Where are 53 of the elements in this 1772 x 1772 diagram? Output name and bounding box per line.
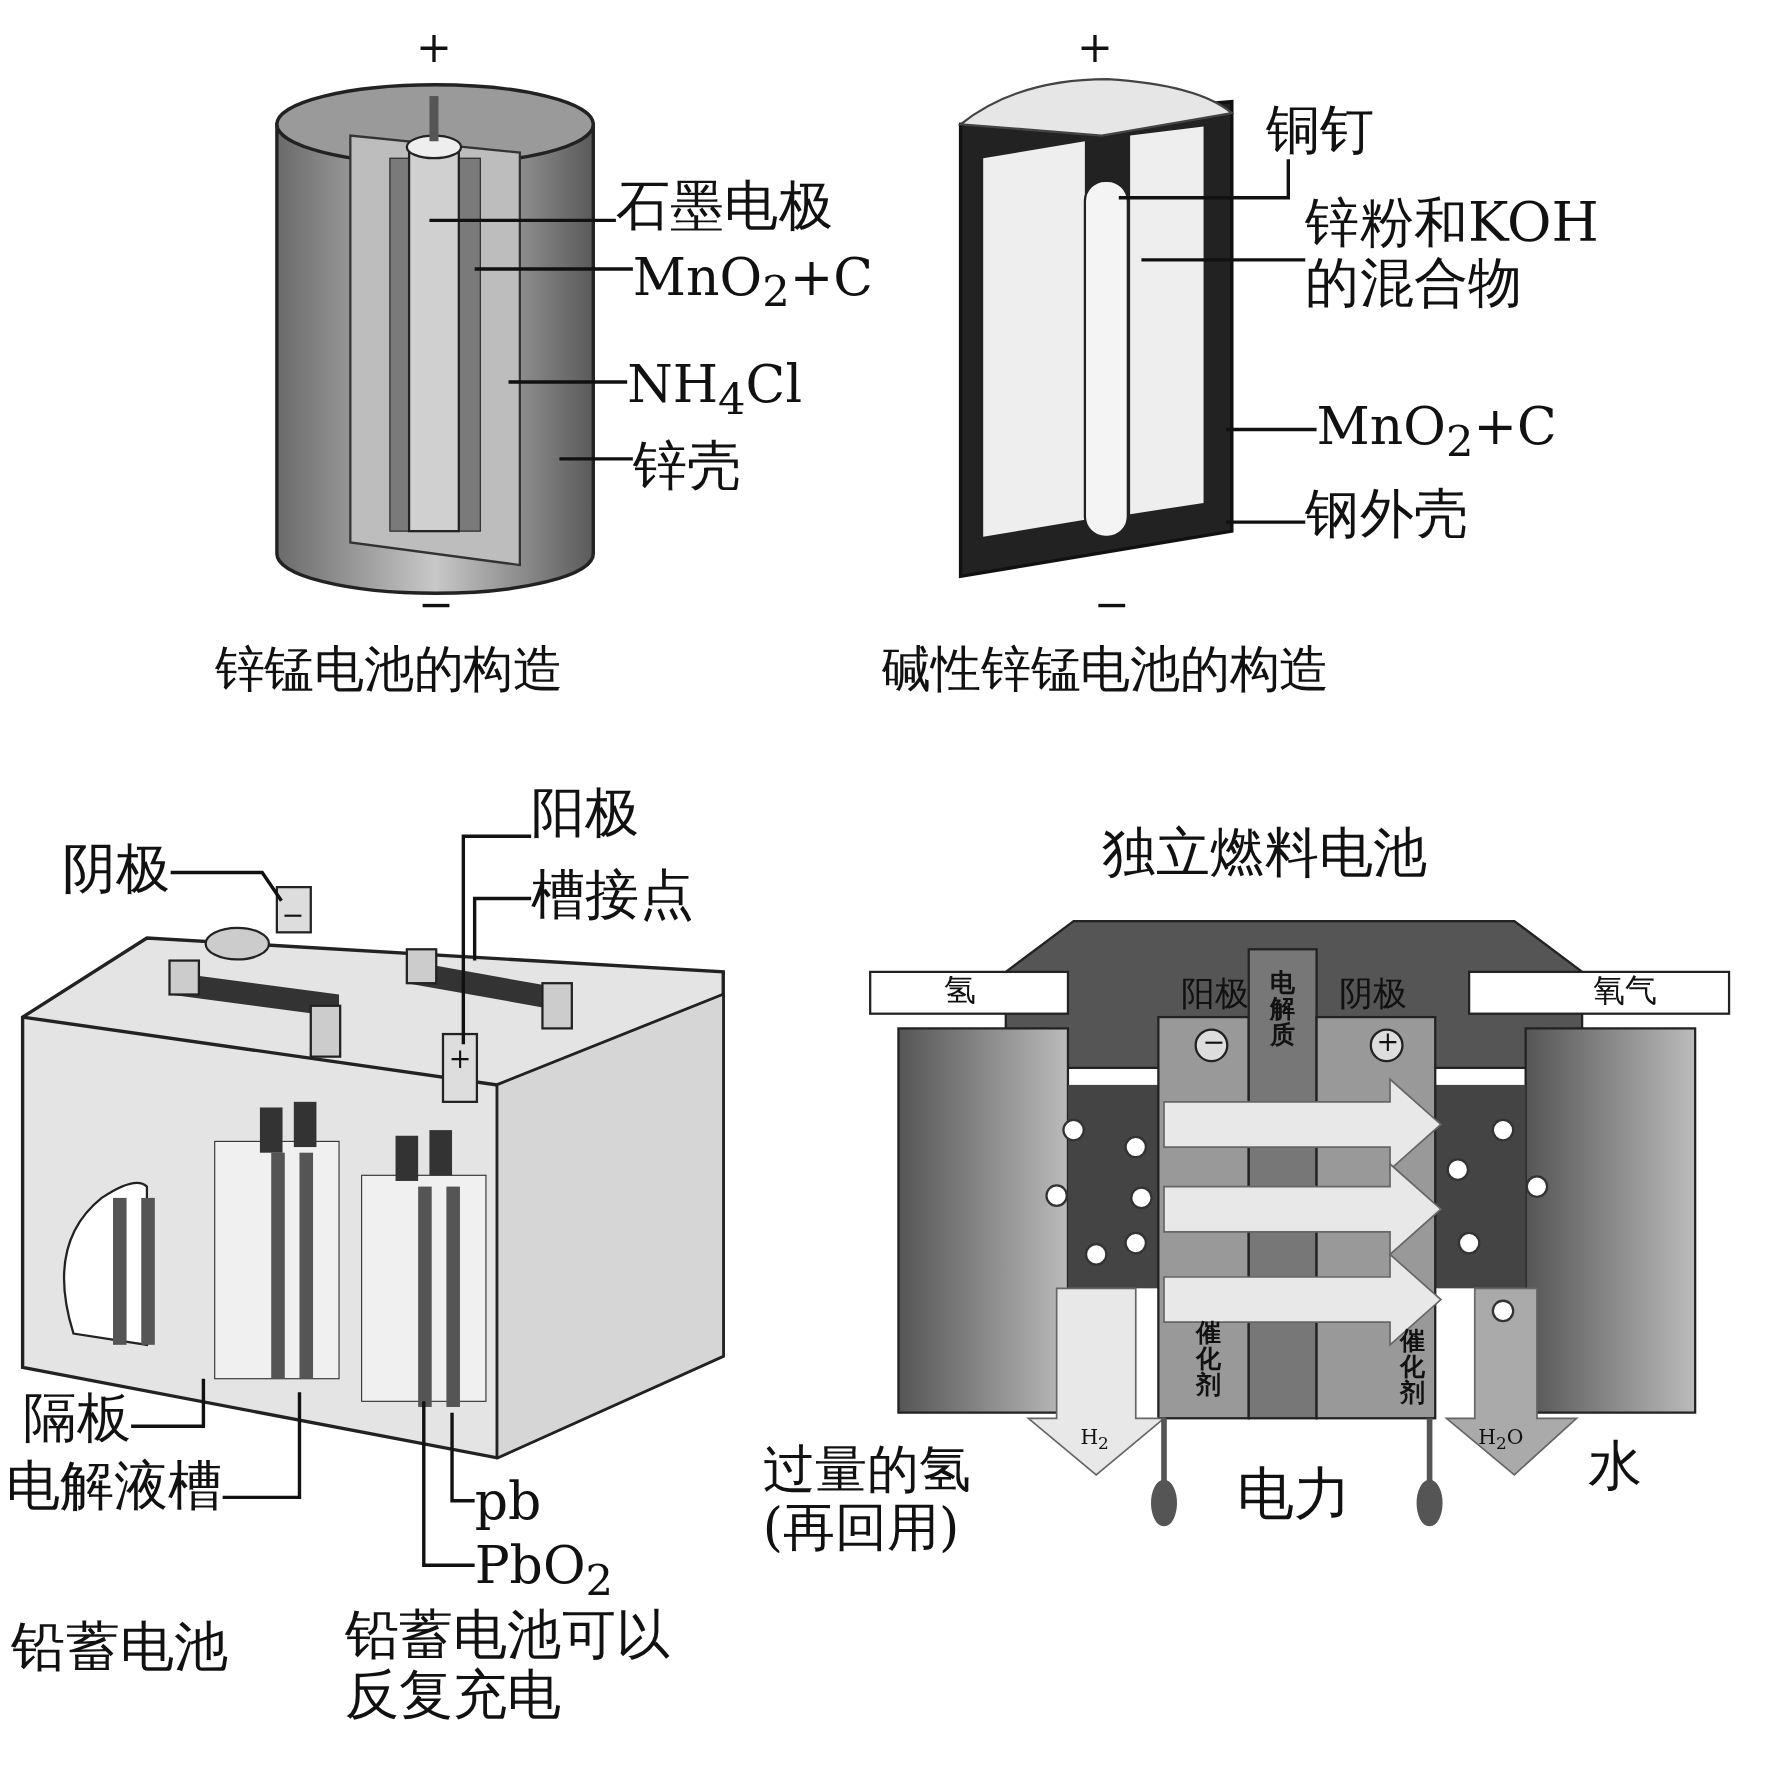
- part-label: 阳极: [1180, 974, 1249, 1012]
- polarity-sign: +: [1077, 24, 1113, 73]
- leader-line: [474, 267, 633, 271]
- polarity-sign: −: [418, 582, 455, 630]
- leader-line: [222, 1392, 302, 1500]
- part-label: MnO$_{2}$+C: [632, 248, 874, 316]
- caption: 电力: [1237, 1463, 1351, 1526]
- caption: 过量的氢 (再回用): [762, 1440, 972, 1556]
- part-label: 氢: [943, 974, 976, 1009]
- flow-label: H$_{2}$O: [1478, 1426, 1524, 1454]
- leader-line: [1226, 427, 1317, 432]
- leader-line: [1226, 520, 1306, 524]
- leader-line: [422, 1401, 475, 1567]
- leader-line: [170, 870, 283, 902]
- polarity-sign: +: [415, 24, 452, 73]
- leader-line: [1141, 258, 1306, 262]
- part-label: 铜钉: [1265, 99, 1375, 160]
- part-label: 氧气: [1593, 974, 1657, 1009]
- leader-line: [508, 380, 628, 384]
- part-label: NH$_{4}$Cl: [627, 356, 802, 424]
- caption: 水: [1587, 1435, 1643, 1495]
- caption: 铅蓄电池可以反复充电: [344, 1604, 672, 1725]
- part-label: 槽接点: [531, 864, 694, 925]
- leader-line: [1118, 159, 1290, 200]
- caption: 碱性锌锰电池的构造: [881, 641, 1329, 697]
- leader-line: [461, 834, 532, 1045]
- part-label: 催化剂: [1399, 1327, 1427, 1407]
- part-label: 锌壳: [632, 435, 742, 495]
- caption: 锌锰电池的构造: [214, 641, 563, 697]
- polarity-sign: +: [1376, 1027, 1400, 1058]
- part-label: 阴极: [62, 838, 171, 899]
- part-label: MnO$_{2}$+C: [1316, 397, 1557, 465]
- leader-line: [131, 1378, 206, 1428]
- leader-line: [429, 218, 616, 223]
- part-label: 锌粉和KOH的混合物: [1305, 192, 1645, 312]
- leader-line: [559, 457, 633, 461]
- part-label: pb: [474, 1472, 542, 1530]
- caption: 铅蓄电池: [11, 1616, 229, 1676]
- polarity-sign: −: [1202, 1027, 1226, 1058]
- leader-line: [472, 896, 532, 961]
- part-label: 钢外壳: [1305, 483, 1468, 544]
- part-label: 电解液槽: [5, 1455, 223, 1516]
- polarity-sign: −: [1093, 582, 1130, 630]
- part-label: 石墨电极: [615, 175, 833, 235]
- title: 独立燃料电池: [1101, 822, 1428, 883]
- part-label: 阴极: [1339, 974, 1407, 1012]
- part-label: 阳极: [531, 782, 640, 842]
- flow-label: H$_{2}$: [1080, 1426, 1109, 1454]
- part-label: 催化剂: [1194, 1319, 1222, 1399]
- part-label: 电解质: [1269, 969, 1297, 1048]
- part-label: 隔板: [22, 1387, 132, 1448]
- part-label: PbO$_{2}$: [474, 1536, 614, 1604]
- leader-line: [450, 1412, 475, 1503]
